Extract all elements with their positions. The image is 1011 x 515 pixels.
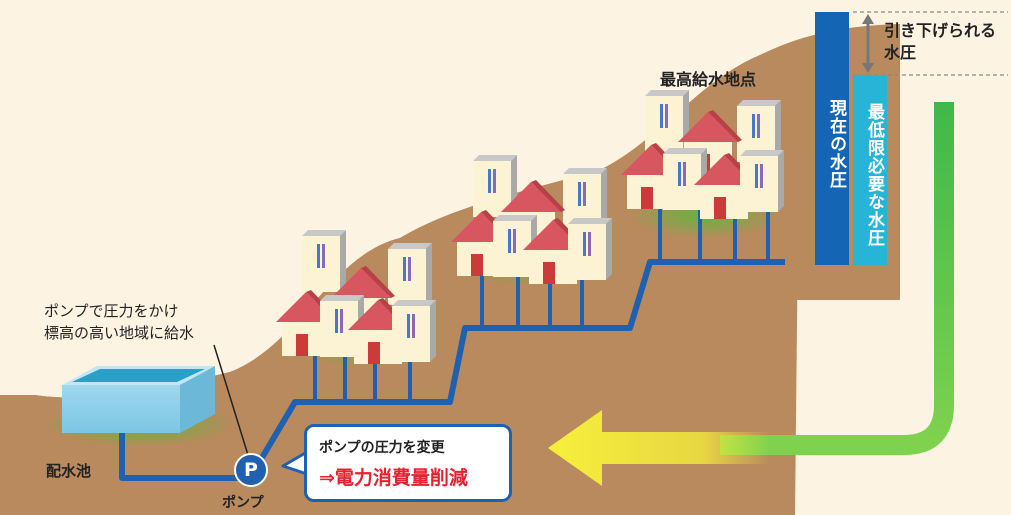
current-pressure-label: 現在の水圧 — [826, 98, 846, 189]
reservoir-label: 配水池 — [46, 462, 92, 480]
callout-line1: ポンプの圧力を変更 — [319, 440, 445, 456]
callout-box: ポンプの圧力を変更 ⇒電力消費量削減 — [304, 424, 512, 502]
minimum-pressure-bar: 最低限必要な水圧 — [853, 75, 887, 265]
reducible-pressure-label: 引き下げられる 水圧 — [884, 20, 996, 64]
pump-note-line1: ポンプで圧力をかけ — [44, 302, 179, 320]
pump-caption: ポンプ — [222, 495, 264, 511]
highest-point-label: 最高給水地点 — [660, 70, 757, 89]
reducible-line1: 引き下げられる — [884, 21, 997, 40]
pump-icon: P — [234, 453, 268, 487]
minimum-pressure-label: 最低限必要な水圧 — [864, 103, 884, 247]
pump-note: ポンプで圧力をかけ 標高の高い地域に給水 — [44, 300, 194, 344]
current-pressure-bar: 現在の水圧 — [815, 12, 849, 265]
pump-note-line2: 標高の高い地域に給水 — [44, 324, 195, 342]
reducible-line2: 水圧 — [884, 43, 917, 62]
callout-line2: ⇒電力消費量削減 — [319, 467, 468, 489]
